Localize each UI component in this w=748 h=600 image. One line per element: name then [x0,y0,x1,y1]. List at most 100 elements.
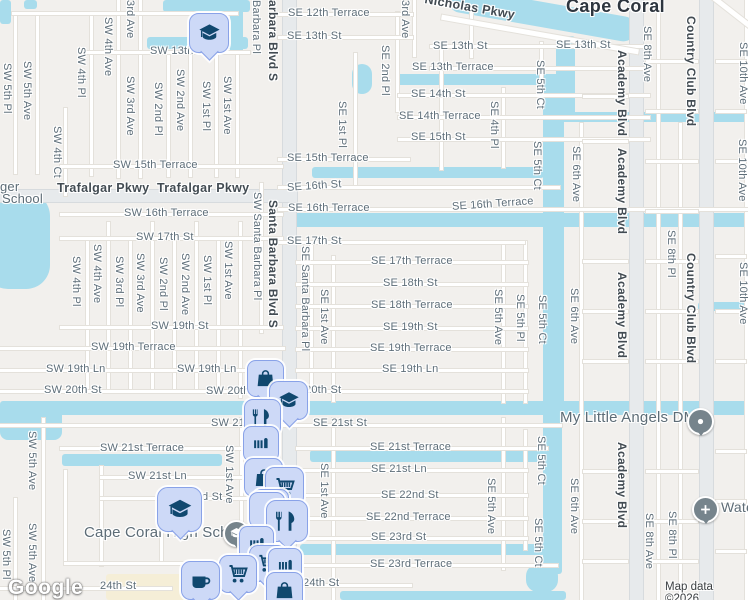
street-label-vertical: Academy Blvd [615,148,629,235]
road-minor [189,53,192,177]
road-minor [260,183,263,333]
street-label: SE 16th Terrace [288,202,370,214]
street-label: SE 16th St [286,178,342,194]
coffee-icon [192,576,210,588]
map-pin-cart[interactable] [219,555,257,593]
road-minor [296,447,548,450]
street-label: SW 20th St [206,385,264,397]
bottles-icon [278,559,292,569]
road-minor [398,116,650,119]
road-minor [14,498,17,600]
bottles-icon [254,438,268,449]
road-minor [413,0,416,57]
street-label: SE 13th St [556,39,611,51]
road-minor [278,241,525,244]
street-label-vertical: SW 2nd Ave [179,253,191,316]
poi-label[interactable]: School [2,191,43,206]
poi-marker-dot-icon[interactable] [687,408,714,436]
street-label-vertical: SE 5th Ct [535,436,547,485]
road-minor [278,584,412,587]
poi-label[interactable]: My Little Angels DM [560,409,697,426]
cross-icon [701,505,710,514]
street-label: SE 13th St [433,40,488,52]
poi-marker-cross-icon[interactable] [692,496,719,524]
street-label-vertical: SE 10th Ave [737,262,748,325]
street-label: SE 21st St [313,417,367,429]
dot-icon [697,418,704,425]
road-minor [236,53,239,177]
street-label: SW 19th Ln [177,363,237,375]
street-label: SE 23rd St [371,531,427,543]
street-label-vertical: SE 6th Ave [570,146,582,203]
street-label-vertical: Academy Blvd [615,442,629,529]
map-pin-bag[interactable] [266,572,303,600]
map-pin-school[interactable] [157,487,202,532]
street-label: SE 23rd Terrace [370,558,453,570]
street-label-vertical: Academy Blvd [615,50,629,137]
road-minor [217,240,220,390]
road-minor [354,53,357,189]
road-minor [430,45,648,48]
road-minor [646,260,698,263]
street-label-vertical: Santa Barbara Blvd S [266,200,280,329]
street-label-vertical: arbara Blvd S [266,0,280,82]
map-pin-coffee[interactable] [181,561,220,600]
street-label: Trafalgar Pkwy [157,181,250,195]
water-canal [543,408,562,574]
street-label-vertical: Barbara Pl [250,0,262,54]
street-label-vertical: SW 5th Pl [0,529,12,580]
school-icon [278,391,299,407]
street-label: SE 13th St [287,30,342,42]
street-label: 24th St [100,580,137,592]
road-minor [524,241,527,403]
street-label-vertical: SE 6th Ave [568,478,580,535]
street-label: SE 12th Terrace [288,7,370,19]
street-label-vertical: SE 8th Pl [665,230,677,278]
road-minor [502,88,505,168]
poi-label[interactable]: ger [0,179,20,194]
map-pin-bottles[interactable] [243,426,279,462]
street-label: SE 21st Terrace [370,441,452,453]
road-minor [296,537,528,540]
street-label-vertical: SW 3rd Pl [113,256,125,308]
road-minor [160,500,163,562]
street-label-vertical: SE 10th Ave [736,139,748,202]
street-label-vertical: SW 3rd Ave [124,76,136,136]
street-label-vertical: Country Club Blvd [684,253,698,364]
road-minor [646,210,698,213]
road-minor [716,160,746,163]
road-minor [36,12,39,174]
road-minor [332,418,335,600]
street-label-vertical: SW 1st Pl [201,255,213,306]
road-minor [580,123,583,600]
street-label-vertical: SW 5th Ave [26,431,38,491]
road-minor [296,305,528,308]
poi-label[interactable]: Cape Coral High School [84,524,250,541]
poi-label[interactable]: Water [721,499,748,515]
road-minor [117,0,120,178]
street-label-vertical: SE 1st Ave [318,463,330,519]
street-label: SW 15th Terrace [113,159,198,171]
road-minor [12,12,238,15]
street-label-vertical: SE 5th Ct [532,518,544,567]
road-minor [42,418,45,600]
road-minor [583,260,628,263]
street-label-vertical: 3rd Ave [399,0,411,39]
road-minor [296,369,528,372]
street-label-vertical: SE 8th Ave [641,26,653,83]
restaurant-icon [276,511,295,531]
street-label-vertical: SE 8th Ave [643,513,655,570]
road-major [630,0,643,600]
street-label: SE 15th St [411,131,466,143]
road-minor [173,240,176,390]
street-label-vertical: SW 4th Pl [70,256,82,307]
google-logo[interactable]: Google [8,576,84,599]
road-minor [60,237,283,240]
street-label-vertical: SW 5th Ave [21,61,33,121]
road-minor [502,241,505,403]
street-label-vertical: 3rd Ave [124,0,136,39]
map-pin-school[interactable] [189,13,229,53]
road-minor [716,550,746,553]
street-label-vertical: SE 5th Ct [534,60,546,109]
